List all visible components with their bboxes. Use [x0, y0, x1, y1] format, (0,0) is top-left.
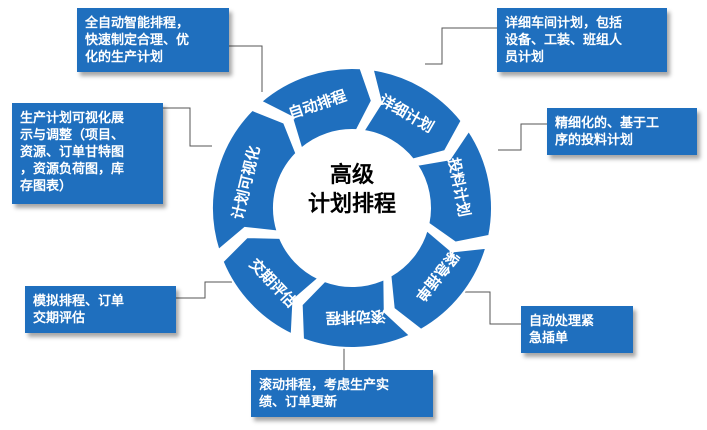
- callout-release-line1: 精细化的、基于工: [555, 115, 660, 130]
- callout-urgent: 自动处理紧 急插单: [521, 306, 633, 353]
- center-title-line2: 计划排程: [308, 191, 396, 216]
- callout-visual-line3: 资源、订单甘特图: [20, 144, 125, 159]
- callout-auto-line3: 化的生产计划: [85, 49, 164, 64]
- connector-release: [498, 123, 547, 151]
- center-title-line1: 高级: [330, 162, 374, 187]
- cycle-ring: 自动排程详细计划投料计划紧急插单滚动排程交期评估计划可视化: [211, 67, 493, 349]
- connector-detail: [425, 27, 497, 65]
- center-hub: 高级 计划排程: [308, 162, 396, 216]
- callout-urgent-line2: 急插单: [529, 330, 569, 345]
- callout-delivery-line1: 模拟排程、订单: [33, 293, 125, 308]
- callout-visual-line1: 生产计划可视化展: [20, 110, 125, 125]
- connector-visual: [163, 107, 212, 147]
- ring-segment-detail: [361, 68, 463, 161]
- callout-detail: 详细车间计划，包括 设备、工装、班组人 员计划: [497, 8, 667, 72]
- callout-delivery: 模拟排程、订单 交期评估: [25, 286, 176, 333]
- callout-detail-line2: 设备、工装、班组人: [505, 32, 623, 47]
- callout-detail-line3: 员计划: [505, 49, 545, 64]
- connector-lines: [163, 27, 547, 370]
- callout-delivery-line2: 交期评估: [33, 310, 86, 325]
- callout-rolling-line1: 滚动排程，考虑生产实: [259, 377, 390, 392]
- callout-release-line2: 序的投料计划: [555, 132, 634, 147]
- callout-detail-line1: 详细车间计划，包括: [505, 15, 623, 30]
- callout-release: 精细化的、基于工 序的投料计划: [547, 108, 697, 155]
- ring-segment-auto: [259, 67, 373, 151]
- ring-segment-visual: [211, 108, 298, 252]
- connector-auto: [228, 45, 263, 92]
- callout-urgent-line1: 自动处理紧: [529, 313, 595, 328]
- callout-visual: 生产计划可视化展 示与调整（项目、 资源、订单甘特图 ，资源负荷图，库 存图表）: [12, 103, 163, 204]
- callout-visual-line2: 示与调整（项目、: [20, 127, 125, 142]
- segment-label-rolling: 滚动排程: [326, 307, 387, 327]
- callout-auto-line1: 全自动智能排程，: [85, 15, 190, 30]
- connector-delivery: [176, 281, 232, 299]
- ring-segment-rolling: [300, 277, 412, 349]
- ring-segment-urgent: [389, 228, 488, 332]
- callout-visual-line4: ，资源负荷图，库: [20, 161, 125, 176]
- callout-rolling: 滚动排程，考虑生产实 绩、订单更新: [251, 370, 433, 417]
- callout-auto-line2: 快速制定合理、优: [85, 32, 190, 47]
- ring-segment-delivery: [221, 236, 321, 336]
- connector-rolling: [343, 347, 360, 370]
- ring-segment-release: [415, 128, 493, 244]
- callout-rolling-line2: 绩、订单更新: [259, 394, 338, 409]
- callout-auto: 全自动智能排程， 快速制定合理、优 化的生产计划: [77, 8, 229, 72]
- callout-visual-line5: 存图表）: [20, 178, 73, 193]
